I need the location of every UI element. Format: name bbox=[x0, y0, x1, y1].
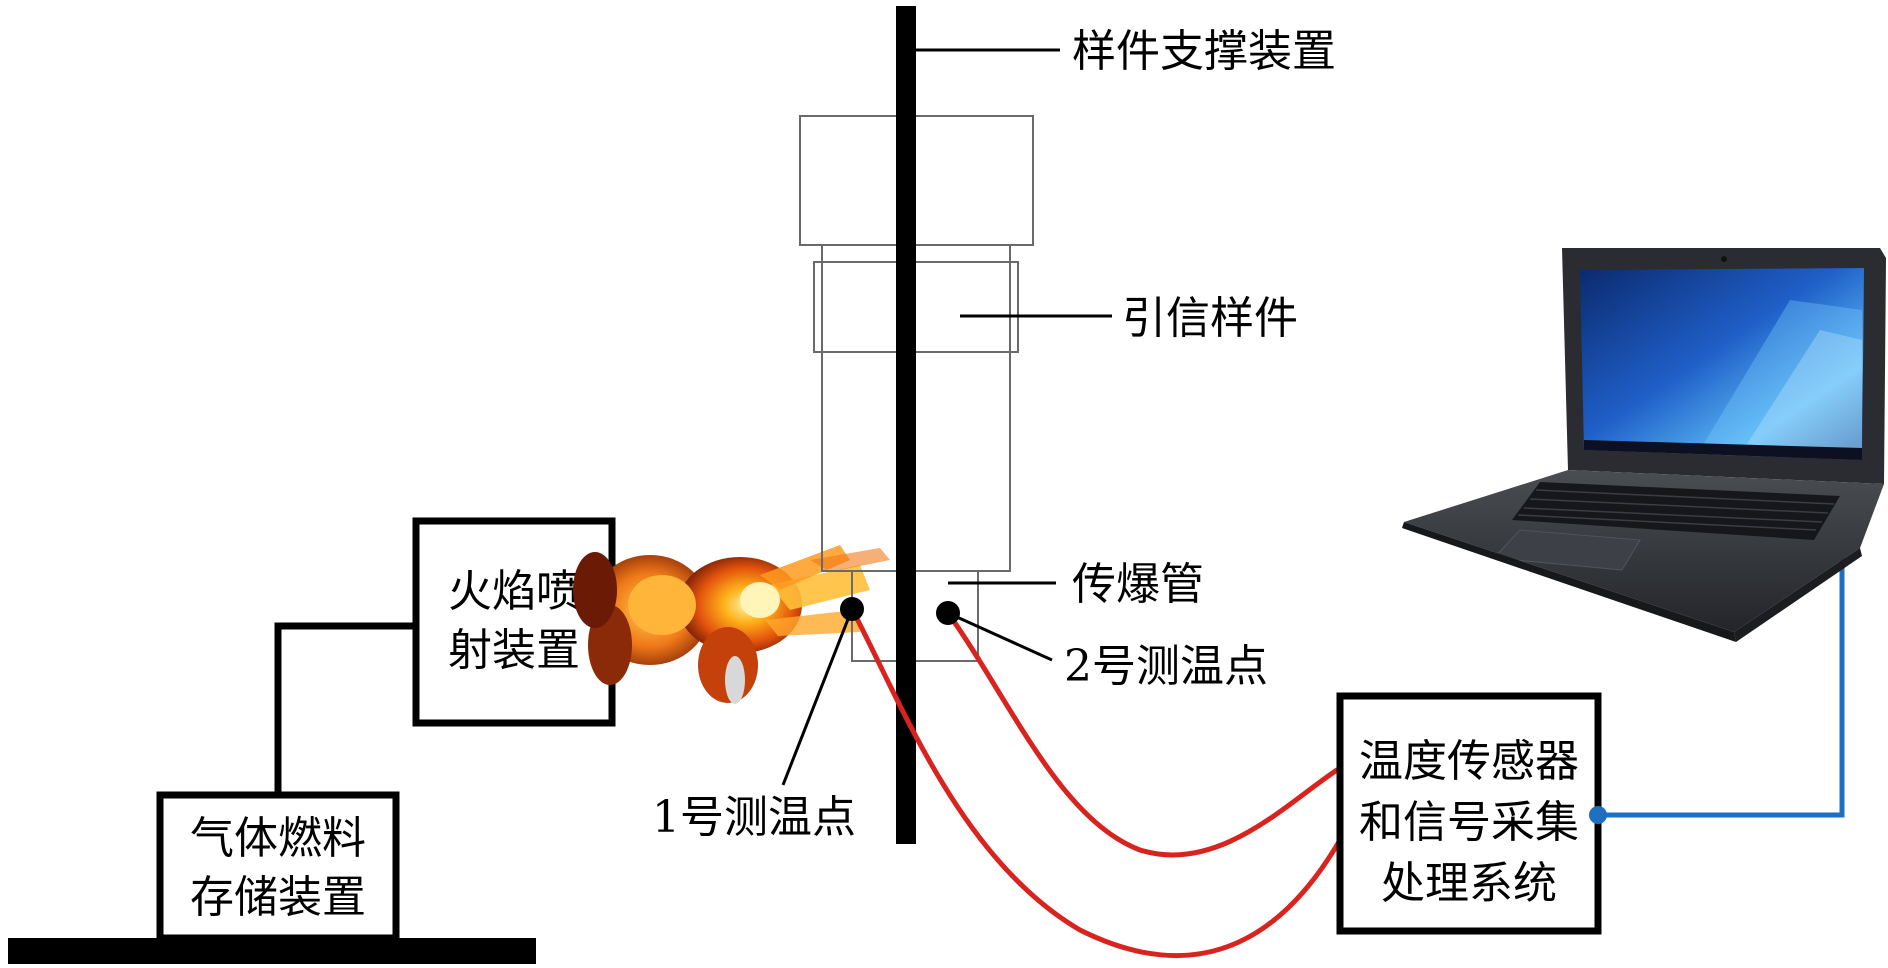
flame-device-box: 火焰喷 射装置 bbox=[412, 517, 616, 727]
thermocouple-wire-2 bbox=[945, 611, 1342, 858]
gas-pipe bbox=[274, 622, 416, 795]
label-support: 样件支撑装置 bbox=[1072, 26, 1336, 77]
sensor-system-line-1: 温度传感器 bbox=[1359, 736, 1579, 787]
gas-storage-line-1: 气体燃料 bbox=[190, 813, 366, 864]
flame-device-line-1: 火焰喷 bbox=[448, 566, 580, 617]
sensor-system-box: 温度传感器 和信号采集 处理系统 bbox=[1336, 692, 1602, 935]
thermocouple-wire-1 bbox=[849, 607, 1343, 958]
label-booster-tube: 传爆管 bbox=[1072, 559, 1204, 610]
leader-lines bbox=[781, 48, 1112, 786]
label-point-2: 2号测温点 bbox=[1064, 641, 1268, 692]
ground-base bbox=[8, 938, 536, 964]
support-rod bbox=[896, 6, 916, 844]
gas-storage-line-2: 存储装置 bbox=[190, 872, 366, 923]
label-point-1: 1号测温点 bbox=[652, 792, 856, 843]
laptop-icon bbox=[1402, 248, 1886, 642]
data-cable bbox=[1598, 544, 1845, 818]
flame-icon bbox=[573, 545, 890, 704]
gas-storage-box: 气体燃料 存储装置 bbox=[156, 791, 400, 942]
flame-device-line-2: 射装置 bbox=[448, 625, 580, 676]
label-fuze-sample: 引信样件 bbox=[1122, 293, 1298, 344]
sensor-system-line-2: 和信号采集 bbox=[1359, 797, 1579, 848]
sensor-system-line-3: 处理系统 bbox=[1381, 858, 1557, 909]
cable-connector-daq bbox=[1589, 806, 1607, 824]
